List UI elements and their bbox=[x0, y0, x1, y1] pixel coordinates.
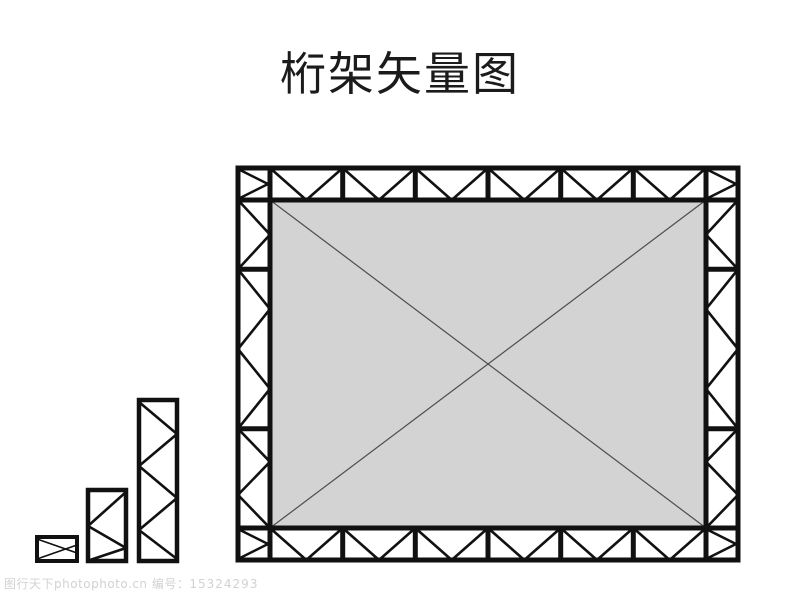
right-chord-band bbox=[703, 197, 741, 531]
watermark-site: 图行天下photophoto.cn bbox=[4, 577, 148, 591]
small-truss-1 bbox=[35, 535, 79, 563]
watermark-id-value: 15324293 bbox=[189, 577, 259, 591]
bottom-chord-band bbox=[235, 525, 741, 563]
page-title: 桁架矢量图 bbox=[280, 47, 520, 101]
watermark: 图行天下photophoto.cn 编号：15324293 bbox=[4, 576, 258, 592]
top-chord-band bbox=[235, 165, 741, 203]
left-chord-band bbox=[235, 197, 273, 531]
main-truss-frame bbox=[235, 165, 741, 563]
inner-diagonal-braces bbox=[269, 199, 707, 529]
small-truss-3 bbox=[136, 397, 180, 564]
small-truss-2 bbox=[85, 487, 129, 564]
watermark-id-label: 编号： bbox=[151, 577, 190, 591]
